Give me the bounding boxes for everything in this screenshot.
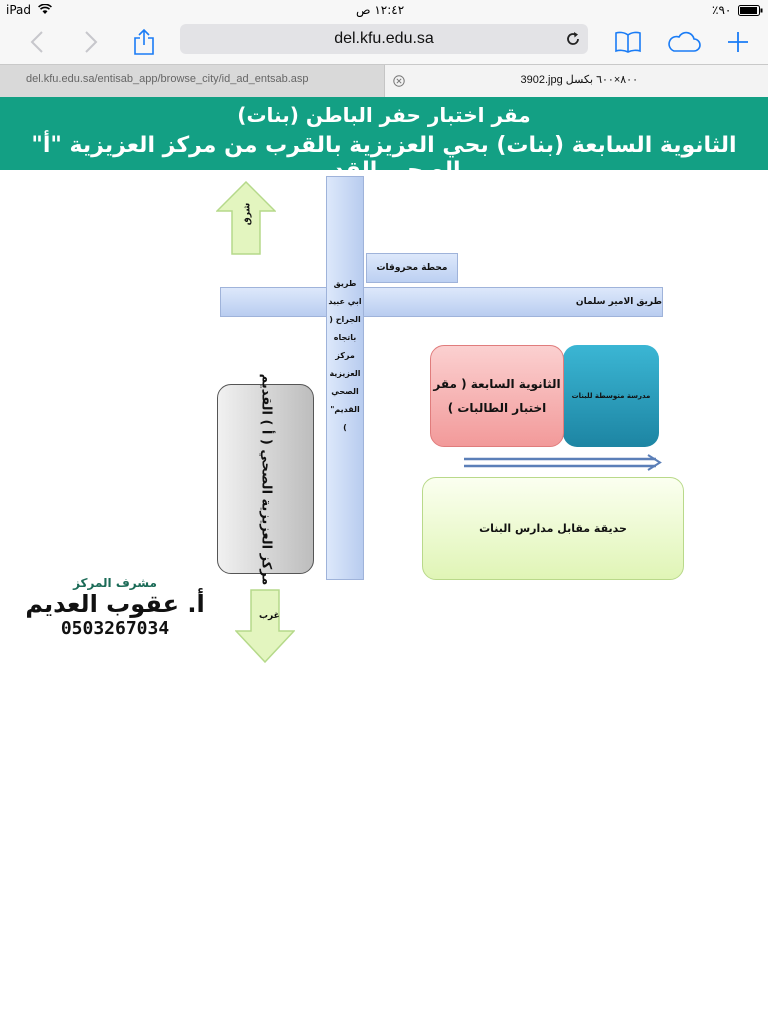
banner-title: مقر اختبار حفر الباطن (بنات): [237, 103, 531, 127]
forward-icon: [85, 31, 98, 53]
school-label-line1: الثانوية السابعة ( مقر: [433, 377, 561, 391]
road-label-line: مركز: [335, 351, 355, 360]
bookmarks-button[interactable]: [612, 20, 644, 64]
tab-label: del.kfu.edu.sa/entisab_app/browse_city/i…: [26, 73, 309, 85]
back-button[interactable]: [22, 20, 52, 64]
share-button[interactable]: [128, 20, 160, 64]
bookmarks-icon: [615, 31, 641, 53]
back-icon: [30, 31, 43, 53]
road-label-line: القديم": [330, 405, 360, 414]
abu-ubaida-road: طريق ابي عبيد الجراح ( باتجاه مركز العزي…: [326, 176, 364, 580]
wifi-icon: [38, 4, 52, 14]
url-text: del.kfu.edu.sa: [334, 30, 434, 47]
road-label-line: العزيزية: [329, 369, 361, 378]
west-arrow-icon: [235, 589, 295, 663]
clock: ١٢:٤٢ ص: [356, 3, 405, 17]
supervisor-name: أ. عقوب العديم: [25, 590, 205, 618]
device-label: iPad: [6, 3, 32, 17]
reload-icon[interactable]: [565, 31, 581, 47]
close-tab-icon[interactable]: [393, 75, 405, 87]
address-bar[interactable]: del.kfu.edu.sa: [180, 24, 588, 54]
road-label-line: باتجاه: [333, 333, 357, 342]
supervisor-info: مشرف المركز أ. عقوب العديم 0503267034: [20, 576, 210, 656]
middle-school-box: مدرسة متوسطة للبنات: [563, 345, 659, 447]
road-label-line: ابي عبيد: [328, 297, 362, 306]
exam-school-box: الثانوية السابعة ( مقر اختبار الطالبات ): [430, 345, 564, 447]
battery-percent: ٪٩٠: [712, 3, 732, 17]
west-label: غرب: [259, 611, 280, 621]
tab-bar: del.kfu.edu.sa/entisab_app/browse_city/i…: [0, 64, 768, 98]
road-label-line: الجراح (: [329, 315, 361, 324]
road-label-line: طريق: [333, 279, 357, 288]
banner-subtitle: الثانوية السابعة (بنات) بحي العزيزية بال…: [31, 133, 737, 183]
tab-image-active[interactable]: 3902.jpg ٨٠٠×٦٠٠ بكسل: [385, 65, 768, 97]
icloud-tabs-button[interactable]: [664, 20, 704, 64]
new-tab-icon: [728, 32, 748, 52]
health-center-label: مركز العزيزية الصحي ( أ ) القديم: [258, 373, 274, 585]
prince-salman-road: طريق الامير سلمان: [220, 287, 663, 317]
tab-label: 3902.jpg ٨٠٠×٦٠٠ بكسل: [520, 74, 638, 86]
road-label-line: الصحي: [331, 387, 359, 396]
forward-button[interactable]: [76, 20, 106, 64]
east-label: شرق: [242, 202, 253, 226]
icloud-tabs-icon: [668, 31, 701, 52]
new-tab-button[interactable]: [722, 20, 754, 64]
map-banner: مقر اختبار حفر الباطن (بنات) الثانوية ال…: [0, 97, 768, 183]
supervisor-phone: 0503267034: [60, 618, 170, 639]
share-icon: [134, 28, 154, 55]
east-arrow-icon: [216, 181, 276, 255]
park-box: حديقة مقابل مدارس البنات: [422, 477, 684, 580]
road-label-line: ): [343, 423, 347, 432]
school-label-line2: اختبار الطالبات ): [447, 401, 547, 415]
health-center-box: مركز العزيزية الصحي ( أ ) القديم: [217, 373, 314, 585]
browser-toolbar: del.kfu.edu.sa: [0, 20, 768, 64]
fuel-station: محطة محروقات: [366, 253, 458, 283]
double-arrow-icon: [464, 454, 662, 471]
supervisor-title: مشرف المركز: [73, 576, 157, 590]
status-bar: iPad ١٢:٤٢ ص ٪٩٠: [0, 0, 768, 20]
battery-icon: [738, 5, 763, 16]
tab-entisab[interactable]: del.kfu.edu.sa/entisab_app/browse_city/i…: [0, 65, 385, 97]
